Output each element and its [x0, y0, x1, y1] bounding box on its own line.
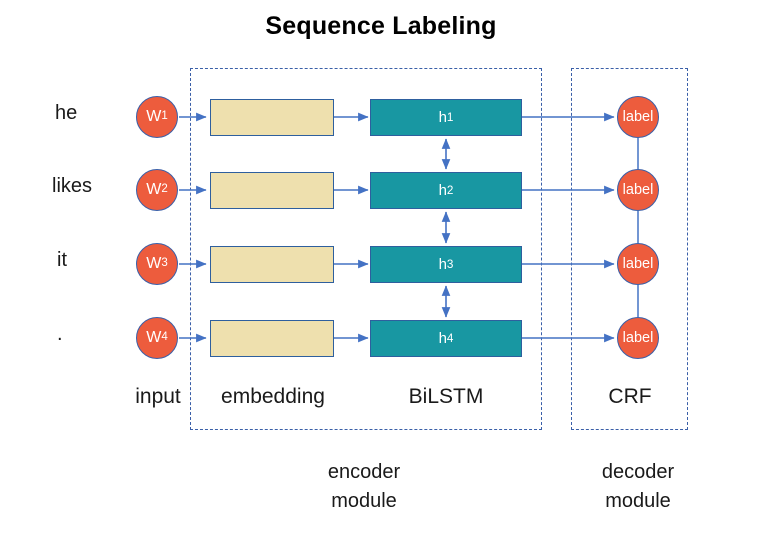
embedding-box-3 — [210, 246, 334, 283]
embedding-box-2 — [210, 172, 334, 209]
hidden-label-1: h — [438, 109, 447, 126]
token-index-1: 1 — [161, 110, 168, 123]
input-word-4: . — [57, 323, 63, 345]
hidden-index-2: 2 — [446, 183, 454, 197]
hidden-index-4: 4 — [446, 331, 454, 345]
token-label-2: W — [146, 181, 162, 198]
caption-bilstm: BiLSTM — [408, 385, 484, 408]
crf-label-text-3: label — [622, 255, 654, 272]
input-word-1: he — [55, 102, 78, 124]
embedding-box-1 — [210, 99, 334, 136]
crf-label-circle-2: label — [617, 169, 659, 211]
caption-input: input — [135, 385, 181, 408]
hidden-label-2: h — [438, 182, 447, 199]
encoder-module-caption-line1: encoder — [327, 461, 401, 483]
token-label-1: W — [146, 108, 162, 125]
decoder-module-frame — [571, 68, 688, 430]
input-word-2: likes — [52, 175, 93, 197]
decoder-module-caption: decoder module — [570, 458, 706, 516]
decoder-module-caption-line2: module — [605, 490, 671, 512]
crf-label-text-4: label — [622, 329, 654, 346]
input-word-3: it — [57, 249, 67, 271]
crf-label-circle-4: label — [617, 317, 659, 359]
caption-crf: CRF — [608, 385, 652, 408]
token-index-2: 2 — [161, 183, 168, 196]
embedding-box-4 — [210, 320, 334, 357]
encoder-module-caption-line2: module — [331, 490, 397, 512]
crf-label-text-2: label — [622, 181, 654, 198]
token-index-3: 3 — [161, 257, 168, 270]
crf-label-circle-3: label — [617, 243, 659, 285]
hidden-index-1: 1 — [446, 110, 454, 124]
hidden-label-3: h — [438, 256, 447, 273]
hidden-index-3: 3 — [446, 257, 454, 271]
hidden-label-4: h — [438, 330, 447, 347]
caption-embedding: embedding — [221, 385, 325, 408]
page-title: Sequence Labeling — [265, 12, 497, 40]
token-index-4: 4 — [161, 331, 168, 344]
token-label-4: W — [146, 329, 162, 346]
token-label-3: W — [146, 255, 162, 272]
encoder-module-caption: encoder module — [296, 458, 432, 516]
encoder-module-frame — [190, 68, 542, 430]
crf-label-text-1: label — [622, 108, 654, 125]
decoder-module-caption-line1: decoder — [601, 461, 675, 483]
crf-label-circle-1: label — [617, 96, 659, 138]
